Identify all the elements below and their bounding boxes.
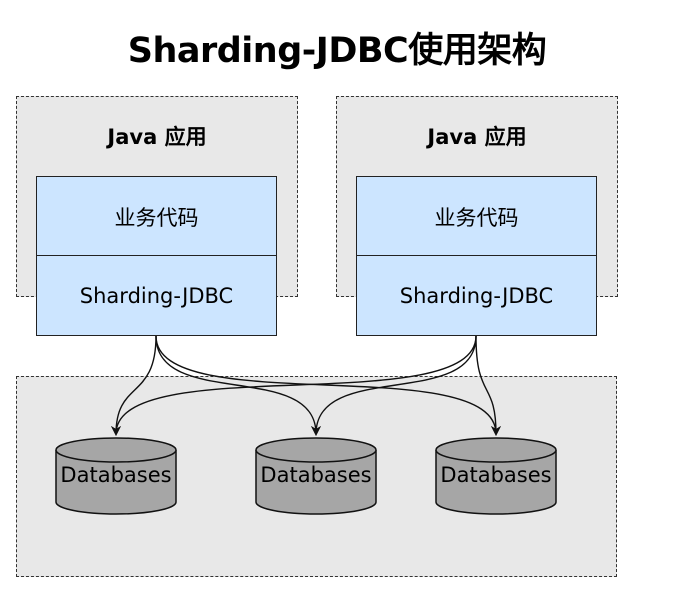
business-code-box-1: 业务代码 [36, 176, 277, 257]
connector-jdbc1-db2 [155, 335, 321, 436]
database-cylinder-1 [55, 437, 177, 515]
connector-jdbc2-db3 [475, 335, 501, 436]
sharding-jdbc-box-2: Sharding-JDBC [356, 255, 597, 336]
diagram-title: Sharding-JDBC使用架构 [127, 31, 547, 71]
java-app-title-1: Java 应用 [107, 125, 207, 149]
connector-jdbc1-db1 [111, 335, 157, 436]
java-app-title-2: Java 应用 [427, 125, 527, 149]
connector-jdbc2-db2 [311, 335, 477, 436]
business-code-box-2: 业务代码 [356, 176, 597, 257]
database-cylinder-3 [435, 437, 557, 515]
sharding-jdbc-box-1: Sharding-JDBC [36, 255, 277, 336]
database-label-2: Databases [260, 463, 372, 487]
connector-jdbc2-db1 [111, 335, 477, 436]
database-label-3: Databases [440, 463, 552, 487]
database-label-1: Databases [60, 463, 172, 487]
database-cylinder-2 [255, 437, 377, 515]
connector-jdbc1-db3 [155, 335, 501, 436]
